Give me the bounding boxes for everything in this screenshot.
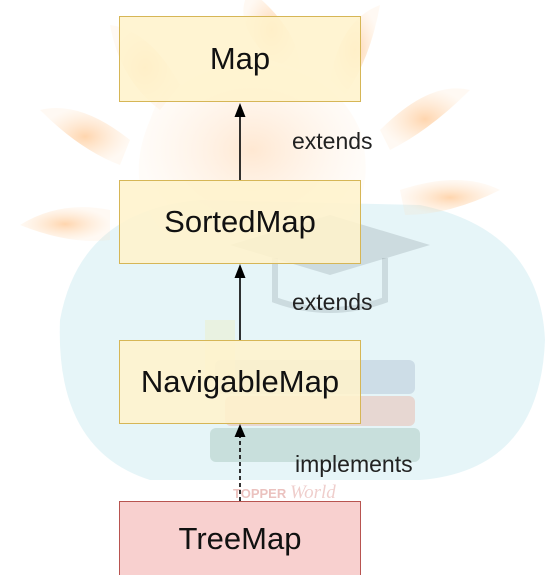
- sortedmap-label: SortedMap: [164, 204, 316, 239]
- navigablemap-label: NavigableMap: [140, 364, 340, 399]
- arrowhead-icon: [234, 264, 246, 278]
- watermark-text-world: World: [290, 482, 336, 503]
- edge-label-extends-2: extends: [292, 289, 373, 315]
- edge-label-extends-1: extends: [292, 128, 373, 154]
- watermark-text-topper: TOPPER: [233, 486, 287, 501]
- edge-label-implements: implements: [295, 451, 413, 477]
- treemap-node: TreeMap: [119, 501, 361, 575]
- navigablemap-node: NavigableMap: [119, 340, 361, 424]
- arrowhead-icon: [234, 424, 246, 437]
- sortedmap-node: SortedMap: [119, 180, 361, 264]
- map-label: Map: [209, 41, 271, 76]
- arrowhead-icon: [234, 103, 246, 117]
- treemap-label: TreeMap: [178, 520, 302, 556]
- map-node: Map: [119, 16, 361, 102]
